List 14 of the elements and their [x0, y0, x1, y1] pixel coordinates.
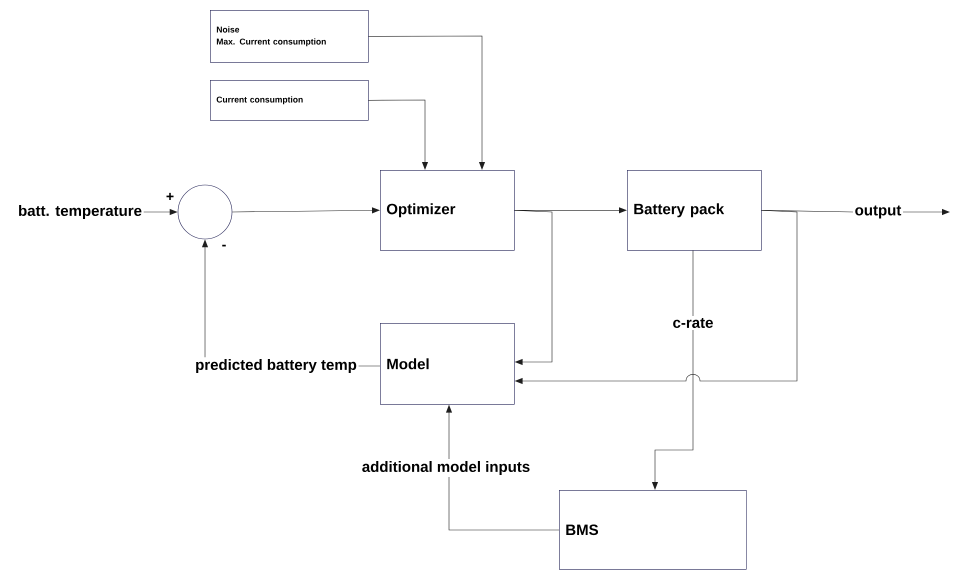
sign-label: + [166, 192, 174, 200]
edge-label: additional model inputs [360, 459, 532, 477]
input-box: Current consumption [210, 80, 369, 121]
signal-label: output [855, 206, 902, 218]
input-box: Noise Max. Current consumption [210, 10, 369, 63]
block-box: Model [380, 323, 515, 405]
block-box: BMS [559, 490, 747, 570]
block-box: Battery pack [627, 170, 762, 251]
signal-label: batt. temperature [19, 205, 142, 219]
signal-label: predicted battery temp [196, 359, 356, 373]
arrow [514, 210, 552, 366]
summing-junction [178, 184, 232, 240]
block-box: Optimizer [380, 170, 515, 251]
edge-label: c-rate [670, 316, 716, 330]
